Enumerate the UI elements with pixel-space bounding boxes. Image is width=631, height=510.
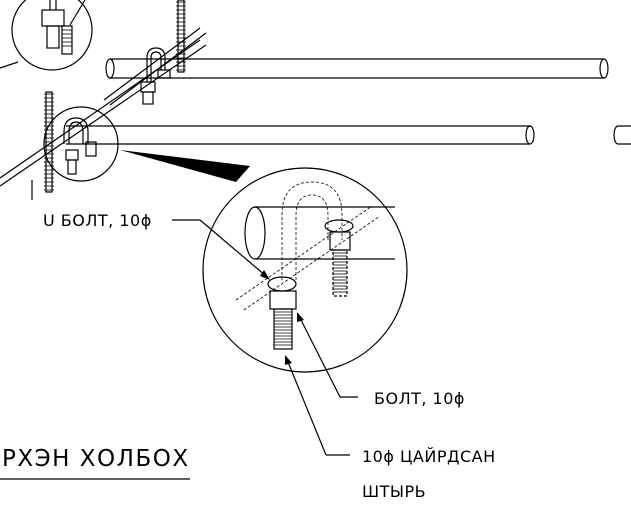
drawing-title: РХЭН ХОЛБОХ xyxy=(2,446,190,472)
threaded-rod-label-line1: 10ϕ ЦАЙРДСАН xyxy=(362,447,496,466)
top-threaded-rod xyxy=(176,0,186,73)
middle-pipe xyxy=(66,125,535,145)
u-bolt-detail-bubble xyxy=(43,106,119,182)
upper-pipe xyxy=(105,58,609,79)
u-bolt-leader xyxy=(172,219,270,280)
clamp-detail-bubble xyxy=(0,0,93,71)
enlarged-detail-circle xyxy=(202,167,408,373)
threaded-rod-label-line2: ШТЫРЬ xyxy=(362,482,426,501)
bolt-leader xyxy=(297,312,358,398)
u-bolt-label: U БОЛТ, 10ϕ xyxy=(43,211,152,230)
diagonal-support-upper xyxy=(103,27,207,106)
bolt-label: БОЛТ, 10ϕ xyxy=(374,389,465,408)
detail-callout-wedge xyxy=(120,150,250,182)
threaded-rod-leader xyxy=(285,355,350,456)
diagonal-support-lower xyxy=(0,39,207,200)
upper-u-bolt xyxy=(140,47,171,105)
right-pipe-stub xyxy=(613,125,631,145)
